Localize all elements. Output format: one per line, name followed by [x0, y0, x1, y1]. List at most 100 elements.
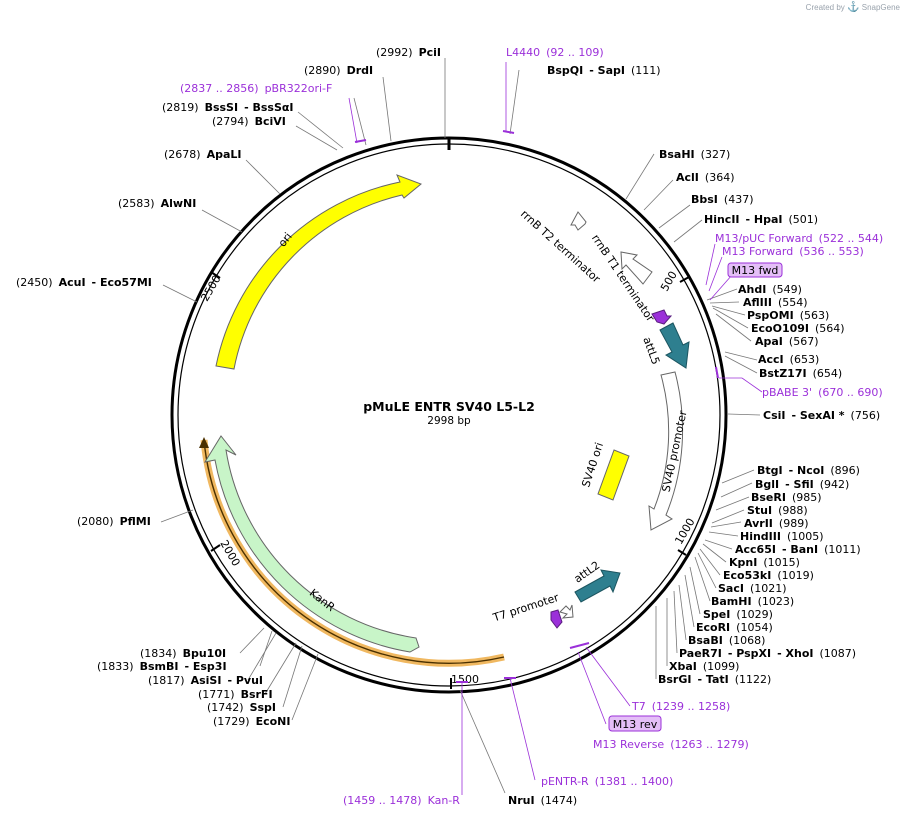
site-label-0[interactable]: (2992)PciI: [376, 46, 441, 59]
primer-label-23[interactable]: pBABE 3'(670 .. 690): [762, 386, 883, 399]
site-label-38[interactable]: BsaBI(1068): [688, 634, 765, 647]
site-label-16[interactable]: AhdI(549): [738, 283, 802, 296]
site-label-34[interactable]: SacI(1021): [718, 582, 787, 595]
label-part: (1087): [820, 647, 857, 660]
label-part: (896): [830, 464, 860, 477]
primer-label-4[interactable]: (2837 .. 2856)pBR322ori-F: [180, 82, 332, 95]
label-part: (1015): [763, 556, 800, 569]
site-label-40[interactable]: XbaI (1099): [669, 660, 739, 673]
site-label-2[interactable]: BspQI- SapI(111): [547, 64, 661, 77]
primer-label-43[interactable]: M13 Reverse(1263 .. 1279): [593, 738, 749, 751]
site-label-28[interactable]: StuI(988): [747, 504, 808, 517]
site-label-13[interactable]: HincII- HpaI(501): [704, 213, 818, 226]
site-label-29[interactable]: AvrII(989): [744, 517, 809, 530]
label-part: (2794): [212, 115, 249, 128]
feature-kanr[interactable]: KanR: [203, 435, 420, 653]
site-label-3[interactable]: (2890)DrdI: [304, 64, 373, 77]
site-label-33[interactable]: Eco53kI(1019): [723, 569, 814, 582]
site-label-7[interactable]: (2678)ApaLI: [164, 148, 242, 161]
feature-sv40-ori[interactable]: SV40 ori: [579, 441, 630, 501]
site-label-47[interactable]: (1729)EcoNI: [213, 715, 290, 728]
site-label-8[interactable]: (2583) AlwNI: [118, 197, 196, 210]
feature-sv40-promoter[interactable]: SV40 promoter: [648, 371, 690, 531]
label-part: pENTR-R: [541, 775, 589, 788]
label-part: - NcoI: [789, 464, 825, 477]
label-part: (1817): [148, 674, 185, 687]
site-label-45[interactable]: NruI(1474): [508, 794, 577, 807]
label-part: PspOMI: [747, 309, 794, 322]
feature-rrnb-t2-terminator[interactable]: rrnB T2 terminator: [518, 207, 603, 285]
feature-attl5[interactable]: attL5: [640, 322, 690, 369]
site-label-53[interactable]: (2080)PflMI: [77, 515, 151, 528]
site-label-12[interactable]: BbsI(437): [691, 193, 754, 206]
site-label-31[interactable]: Acc65I- BanI(1011): [735, 543, 861, 556]
label-part: BssSI: [205, 101, 239, 114]
site-label-39[interactable]: PaeR7I- PspXI- XhoI(1087): [679, 647, 856, 660]
primer-tag-m13-fwd[interactable]: M13 fwd: [727, 262, 783, 278]
label-part: (1122): [735, 673, 772, 686]
label-part: XbaI: [669, 660, 697, 673]
site-label-21[interactable]: AccI(653): [758, 353, 819, 366]
site-label-11[interactable]: AclI(364): [676, 171, 735, 184]
feature-label-rrnb-t2: rrnB T2 terminator: [518, 207, 603, 285]
site-label-19[interactable]: EcoO109I(564): [751, 322, 845, 335]
site-label-48[interactable]: (1742)SspI: [207, 701, 276, 714]
primer-label-46[interactable]: (1459 .. 1478)Kan-R: [343, 794, 460, 807]
label-part: BglI: [755, 478, 779, 491]
primer-label-42[interactable]: T7(1239 .. 1258): [631, 700, 730, 713]
site-label-5[interactable]: (2819)BssSI- BssSαI: [162, 101, 294, 114]
label-part: CsiI: [763, 409, 785, 422]
label-part: (1023): [758, 595, 795, 608]
site-label-24[interactable]: CsiI- SexAI *(756): [763, 409, 880, 422]
site-label-50[interactable]: (1817)AsiSI- PvuI: [148, 674, 263, 687]
plasmid-name: pMuLE ENTR SV40 L5-L2: [363, 399, 535, 414]
primer-label-15[interactable]: M13 Forward(536 .. 553): [722, 245, 864, 258]
site-label-6[interactable]: (2794)BciVI: [212, 115, 286, 128]
primer-label-14[interactable]: M13/pUC Forward(522 .. 544): [715, 232, 883, 245]
site-label-9[interactable]: (2450)AcuI- Eco57MI: [16, 276, 152, 289]
label-part: (989): [779, 517, 809, 530]
site-label-49[interactable]: (1771)BsrFI: [198, 688, 273, 701]
label-part: BsmBI: [140, 660, 179, 673]
feature-label-attl5: attL5: [640, 335, 662, 366]
site-label-18[interactable]: PspOMI(563): [747, 309, 829, 322]
label-part: (364): [705, 171, 735, 184]
label-part: pBABE 3': [762, 386, 812, 399]
site-label-22[interactable]: BstZ17I(654): [759, 367, 842, 380]
site-label-41[interactable]: BsrGI- TatI(1122): [658, 673, 771, 686]
site-label-32[interactable]: KpnI(1015): [729, 556, 800, 569]
label-part: (437): [724, 193, 754, 206]
primer-tag-label-m13-rev: M13 rev: [613, 718, 658, 731]
primer-label-1[interactable]: L4440(92 .. 109): [506, 46, 604, 59]
feature-attl2[interactable]: attL2: [572, 559, 621, 603]
plasmid-size: 2998 bp: [427, 415, 471, 427]
site-label-30[interactable]: HindIII(1005): [740, 530, 824, 543]
label-part: AcuI: [59, 276, 86, 289]
site-label-10[interactable]: BsaHI(327): [659, 148, 730, 161]
label-part: (554): [778, 296, 808, 309]
site-label-37[interactable]: EcoRI(1054): [696, 621, 773, 634]
primer-tag-m13-rev[interactable]: M13 rev: [608, 715, 662, 732]
feature-ori[interactable]: ori: [215, 174, 422, 370]
site-label-35[interactable]: BamHI(1023): [711, 595, 794, 608]
site-label-51[interactable]: (1833)BsmBI- Esp3I: [97, 660, 227, 673]
feature-kanr-primer-band: [199, 437, 505, 667]
label-part: (564): [815, 322, 845, 335]
label-part: (1099): [703, 660, 740, 673]
label-part: (2992): [376, 46, 413, 59]
label-part: (654): [813, 367, 843, 380]
site-label-20[interactable]: ApaI(567): [755, 335, 819, 348]
tick-label-500: 500: [658, 269, 680, 294]
site-label-36[interactable]: SpeI(1029): [703, 608, 773, 621]
site-label-26[interactable]: BglI- SfiI(942): [755, 478, 849, 491]
site-label-52[interactable]: (1834)Bpu10I: [140, 647, 226, 660]
label-part: AlwNI: [161, 197, 197, 210]
site-label-27[interactable]: BseRI(985): [751, 491, 822, 504]
label-part: (2583): [118, 197, 155, 210]
feature-primer-binding-small: [550, 309, 673, 629]
site-label-25[interactable]: BtgI- NcoI(896): [757, 464, 860, 477]
label-part: EcoNI: [256, 715, 291, 728]
site-label-17[interactable]: AflIII(554): [743, 296, 808, 309]
label-part: (1019): [777, 569, 814, 582]
primer-label-44[interactable]: pENTR-R(1381 .. 1400): [541, 775, 673, 788]
